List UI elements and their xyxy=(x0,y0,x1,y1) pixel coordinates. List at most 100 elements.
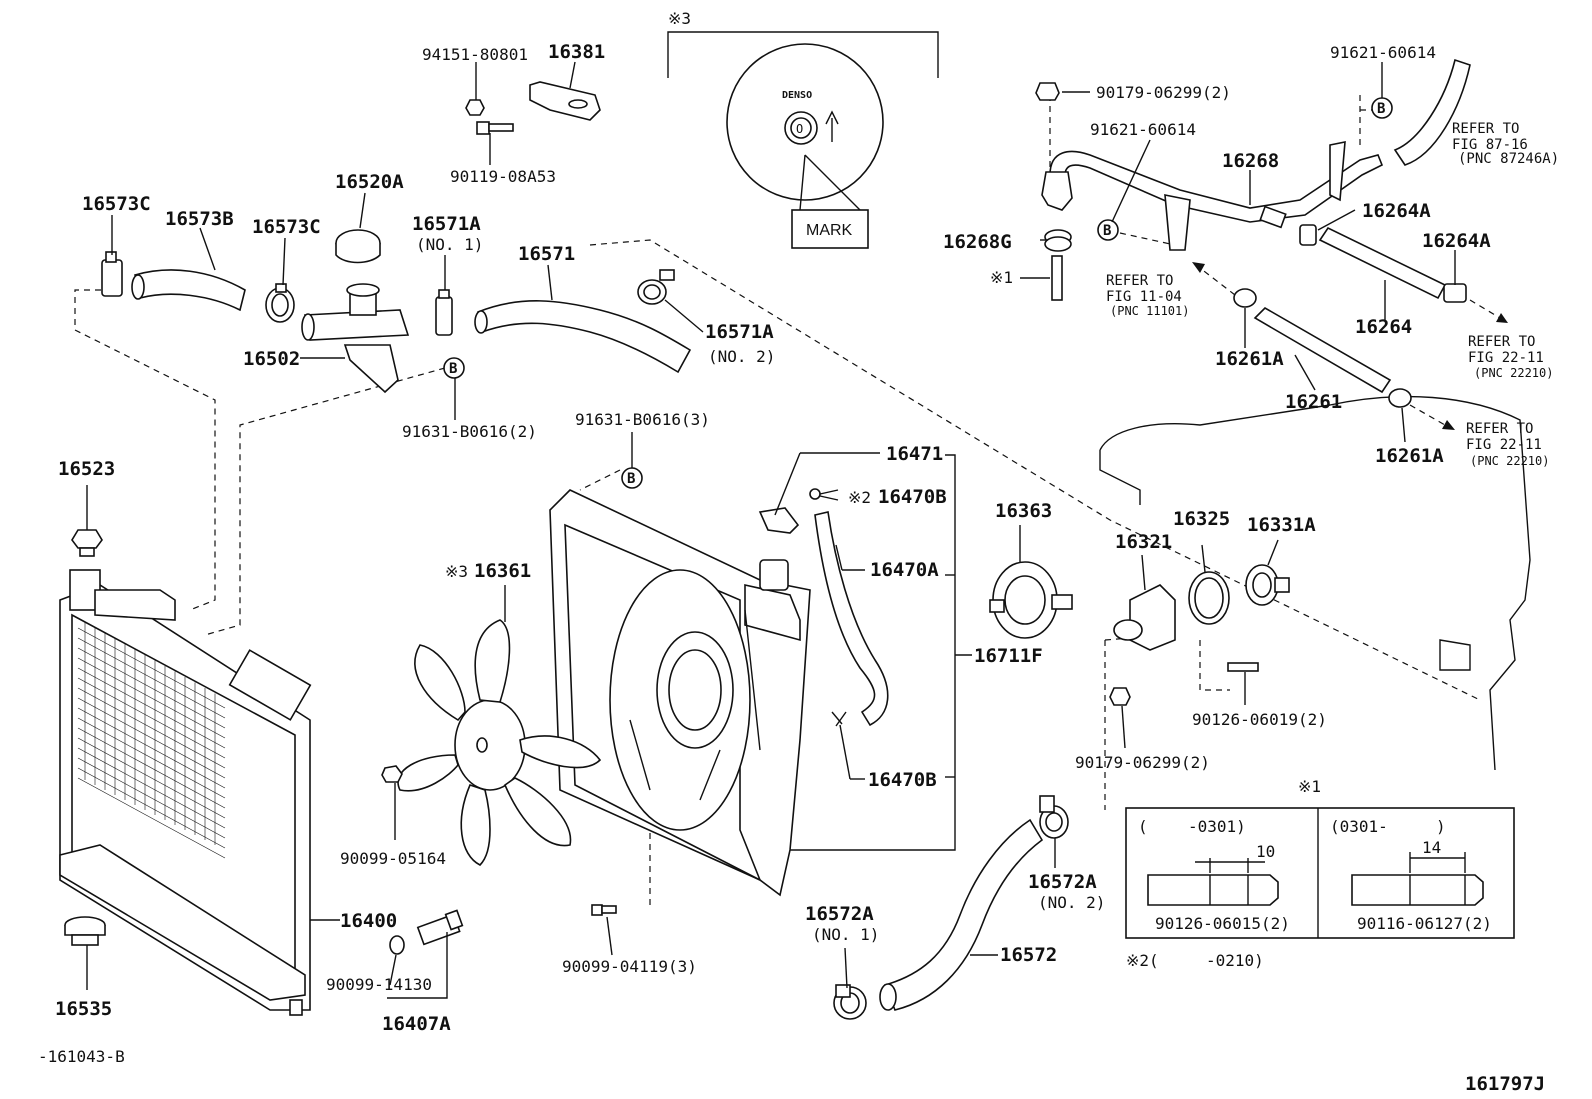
bypass-pipe-16268 xyxy=(1041,141,1384,251)
label-mark: MARK xyxy=(806,222,853,239)
radiator-fin xyxy=(77,677,226,759)
label-note2-b: -0210) xyxy=(1206,951,1264,970)
thermostat-16331a xyxy=(1245,564,1290,606)
water-outlet-16321 xyxy=(1113,584,1176,651)
label-16571a-no2-note: (NO. 2) xyxy=(708,347,775,366)
radiator-fin xyxy=(77,637,226,719)
b-marker-3: B xyxy=(1103,223,1111,239)
radiator-drain-16523 xyxy=(71,529,103,557)
b-marker-2: B xyxy=(627,471,635,487)
label-16573c-right: 16573C xyxy=(252,216,321,238)
clamp-16261a-1 xyxy=(1233,288,1257,308)
water-inlet-16502 xyxy=(301,283,410,394)
hose-16571 xyxy=(474,300,692,374)
hose-16261 xyxy=(1253,307,1392,394)
label-ref3-top: ※3 xyxy=(668,9,691,28)
label-footer-left: -161043-B xyxy=(38,1047,125,1066)
label-16470b-top: 16470B xyxy=(878,486,947,508)
label-16571a-no1-note: (NO. 1) xyxy=(416,235,483,254)
label-91631-b0616-3: 91631-B0616(3) xyxy=(575,410,710,429)
temp-switch-16407a xyxy=(389,909,464,955)
label-16363: 16363 xyxy=(995,500,1052,522)
mark-inset xyxy=(667,31,939,249)
clip-16470b-bottom xyxy=(831,711,847,727)
label-16572a-no2: 16572A xyxy=(1028,871,1097,893)
hose-16572 xyxy=(879,818,1044,1011)
bolt-90099-04119 xyxy=(591,904,617,916)
fan-shroud-16711f xyxy=(549,489,811,897)
label-16571: 16571 xyxy=(518,243,575,265)
group-bracket-16711f xyxy=(790,454,956,851)
fan-motor-16363 xyxy=(989,561,1073,639)
label-refer11-2: FIG 11-04 xyxy=(1106,289,1182,305)
stud-variant-inset xyxy=(1125,807,1515,939)
label-16572a-no1: 16572A xyxy=(805,903,874,925)
radiator-fin xyxy=(77,667,226,749)
label-90179-06299-bottom: 90179-06299(2) xyxy=(1075,753,1210,772)
stud-90126-06019 xyxy=(1227,662,1259,672)
radiator-fin xyxy=(77,657,226,739)
label-16523: 16523 xyxy=(58,458,115,480)
clamp-16571a-no1 xyxy=(435,289,453,336)
reservoir-cap-16471 xyxy=(758,507,800,534)
radiator-fin xyxy=(77,647,226,729)
label-box-left-range: -0301) xyxy=(1188,817,1246,836)
b-marker-1: B xyxy=(449,361,457,377)
label-16573c-left: 16573C xyxy=(82,193,151,215)
gasket-16325 xyxy=(1188,571,1230,625)
label-ref3-fan: ※3 xyxy=(445,562,468,581)
label-16711f: 16711F xyxy=(974,645,1043,667)
label-16261a-1: 16261A xyxy=(1215,348,1284,370)
label-94151-80801: 94151-80801 xyxy=(422,45,528,64)
label-16572: 16572 xyxy=(1000,944,1057,966)
clamp-16573c-left xyxy=(101,251,123,297)
label-box-right-range-close: ) xyxy=(1436,817,1446,836)
label-refer22b-2: FIG 22-11 xyxy=(1466,437,1542,453)
label-16264a-2: 16264A xyxy=(1422,230,1491,252)
label-16268g: 16268G xyxy=(943,231,1012,253)
label-dim-10: 10 xyxy=(1256,842,1275,861)
label-16261a-2: 16261A xyxy=(1375,445,1444,467)
label-note2-a: ※2( xyxy=(1126,951,1159,970)
label-16400: 16400 xyxy=(340,910,397,932)
b-marker-4: B xyxy=(1377,101,1385,117)
label-16520a: 16520A xyxy=(335,171,404,193)
label-90116-06127: 90116-06127(2) xyxy=(1357,914,1492,933)
label-16572a-no1-note: (NO. 1) xyxy=(812,925,879,944)
radiator-fin xyxy=(77,777,226,859)
grommet-16268g xyxy=(1044,229,1072,252)
radiator-fin xyxy=(77,687,226,769)
label-footer-right: 161797J xyxy=(1465,1073,1545,1095)
label-16535: 16535 xyxy=(55,998,112,1020)
radiator-fin xyxy=(77,757,226,839)
label-16471: 16471 xyxy=(886,443,943,465)
clamp-16264a-1 xyxy=(1299,224,1317,246)
clamp-16573c-right xyxy=(265,283,295,323)
refer-arrows xyxy=(1192,262,1508,430)
radiator-16400 xyxy=(59,569,312,1016)
label-90099-05164: 90099-05164 xyxy=(340,849,446,868)
label-91621-60614-b: 91621-60614 xyxy=(1090,120,1196,139)
label-90099-14130: 90099-14130 xyxy=(326,975,432,994)
label-16502: 16502 xyxy=(243,348,300,370)
label-91631-b0616-2: 91631-B0616(2) xyxy=(402,422,537,441)
label-refer22b-3: (PNC 22210) xyxy=(1470,454,1549,468)
label-90179-06299-top: 90179-06299(2) xyxy=(1096,83,1231,102)
hose-87246a-right xyxy=(1393,58,1471,166)
label-16264: 16264 xyxy=(1355,316,1412,338)
label-90099-04119: 90099-04119(3) xyxy=(562,957,697,976)
leader-lines xyxy=(86,61,1456,999)
radiator-fin xyxy=(77,747,226,829)
label-box-right-range: (0301- xyxy=(1330,817,1388,836)
label-refer22a-1: REFER TO xyxy=(1468,334,1535,350)
label-16572a-no2-note: (NO. 2) xyxy=(1038,893,1105,912)
label-refer87-1: REFER TO xyxy=(1452,121,1519,137)
label-16331a: 16331A xyxy=(1247,514,1316,536)
label-refer22a-3: (PNC 22210) xyxy=(1474,366,1553,380)
label-mark-letter: O xyxy=(796,122,803,136)
fan-16361 xyxy=(397,619,602,866)
label-16470a: 16470A xyxy=(870,559,939,581)
radiator-fin xyxy=(77,767,226,849)
label-ref1-stud: ※1 xyxy=(990,268,1013,287)
